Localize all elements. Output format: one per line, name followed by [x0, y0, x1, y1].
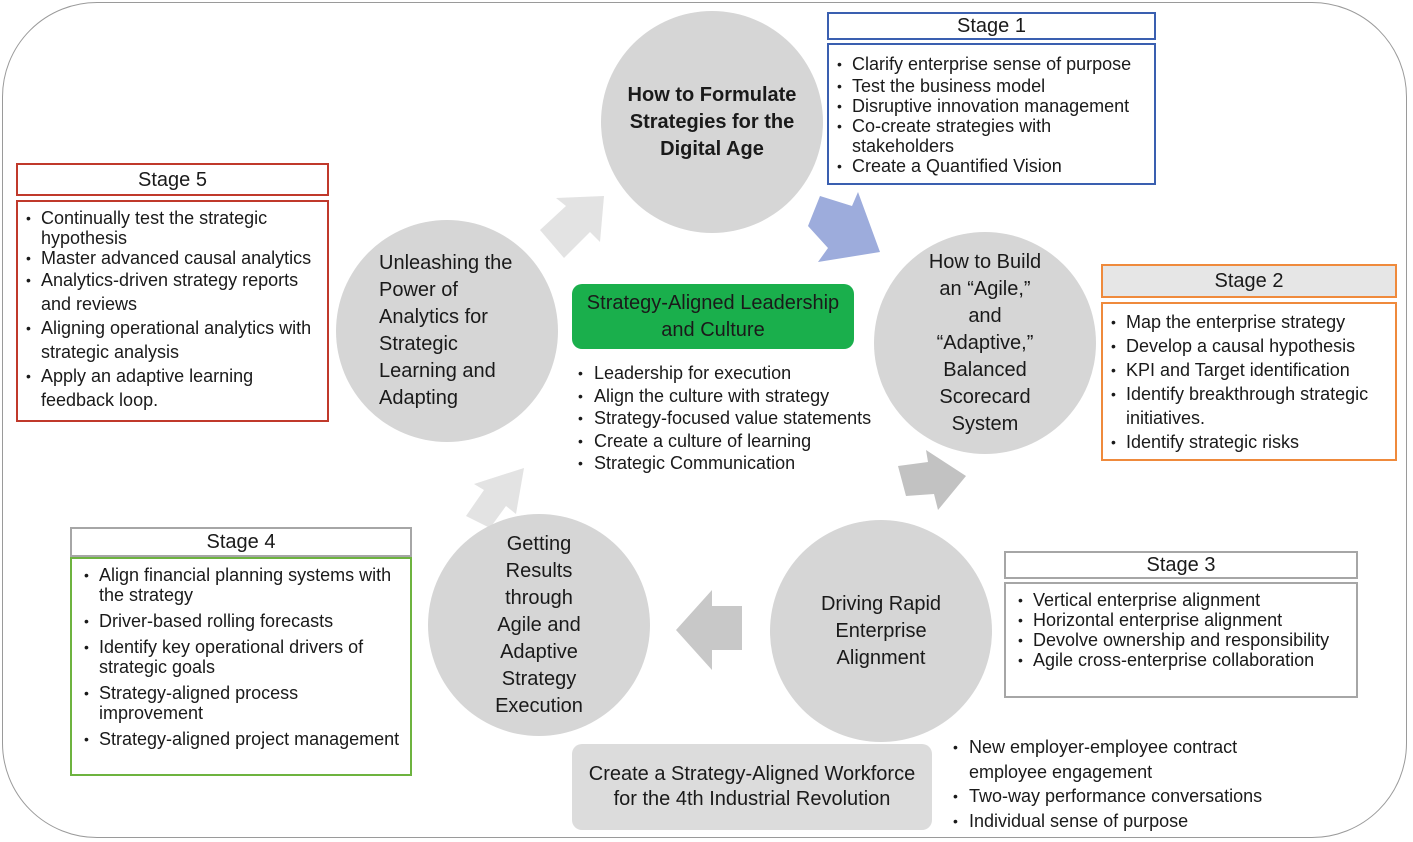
circle-formulate-label: How to Formulate Strategies for the Digi…: [627, 83, 797, 160]
arrow-stage4-to-5: [466, 468, 524, 528]
list-item: Devolve ownership and responsibility: [1010, 630, 1352, 650]
circle-build-scorecard: How to Build an “Agile,” and “Adaptive,”…: [874, 232, 1096, 454]
center-list-block: Leadership for execution Align the cultu…: [570, 362, 900, 475]
stage1-list: Clarify enterprise sense of purpose Test…: [829, 54, 1150, 176]
list-item: Strategy-aligned project management: [76, 729, 406, 749]
stage4-title: Stage 4: [70, 527, 412, 557]
stage2-title-text: Stage 2: [1214, 270, 1284, 292]
list-item: Create a Quantified Vision: [829, 156, 1150, 176]
stage1-box: Clarify enterprise sense of purpose Test…: [827, 43, 1156, 185]
list-item: Strategy-focused value statements: [570, 407, 900, 430]
list-item: Create a culture of learning: [570, 430, 900, 453]
circle-enterprise-alignment: Driving Rapid Enterprise Alignment: [770, 520, 992, 742]
list-item: New employer-employee contract employee …: [945, 735, 1285, 784]
circle-align-label: Driving Rapid Enterprise Alignment: [820, 592, 942, 669]
list-item: Continually test the strategic hypothesi…: [18, 208, 323, 248]
arrow-stage3-to-4: [676, 590, 742, 670]
list-item: Horizontal enterprise alignment: [1010, 610, 1352, 630]
list-item: Analytics-driven strategy reports and re…: [18, 268, 323, 316]
stage2-list: Map the enterprise strategy Develop a ca…: [1103, 310, 1391, 454]
list-item: Disruptive innovation management: [829, 96, 1150, 116]
list-item: Develop a causal hypothesis: [1103, 334, 1391, 358]
center-list: Leadership for execution Align the cultu…: [570, 362, 900, 475]
list-item: Leadership for execution: [570, 362, 900, 385]
stage1-title: Stage 1: [827, 12, 1156, 40]
list-item: Master advanced causal analytics: [18, 248, 323, 268]
stage3-title-text: Stage 3: [1146, 554, 1216, 576]
workforce-list-block: New employer-employee contract employee …: [945, 735, 1285, 833]
list-item: Identify breakthrough strategic initiati…: [1103, 382, 1391, 430]
list-item: Co-create strategies with stakeholders: [829, 116, 1150, 156]
stage2-box: Map the enterprise strategy Develop a ca…: [1101, 302, 1397, 461]
stage2-title: Stage 2: [1101, 264, 1397, 298]
circle-build-label: How to Build an “Agile,” and “Adaptive,”…: [928, 250, 1042, 435]
arrow-stage1-to-2: [808, 192, 880, 262]
stage3-box: Vertical enterprise alignment Horizontal…: [1004, 582, 1358, 698]
list-item: Test the business model: [829, 76, 1150, 96]
arrow-stage5-to-1: [540, 196, 604, 258]
center-leadership-pill: Strategy-Aligned Leadership and Culture: [572, 284, 854, 349]
workforce-pill: Create a Strategy-Aligned Workforce for …: [572, 744, 932, 830]
list-item: KPI and Target identification: [1103, 358, 1391, 382]
list-item: Map the enterprise strategy: [1103, 310, 1391, 334]
list-item: Agile cross-enterprise collaboration: [1010, 650, 1352, 670]
stage3-list: Vertical enterprise alignment Horizontal…: [1010, 590, 1352, 670]
circle-analytics-label: Unleashing the Power of Analytics for St…: [379, 252, 513, 409]
list-item: Individual sense of purpose: [945, 809, 1285, 834]
list-item: Identify key operational drivers of stra…: [76, 637, 406, 677]
circle-analytics: Unleashing the Power of Analytics for St…: [336, 220, 558, 442]
stage4-list: Align financial planning systems with th…: [76, 565, 406, 749]
circle-formulate-strategies: How to Formulate Strategies for the Digi…: [601, 11, 823, 233]
list-item: Aligning operational analytics with stra…: [18, 316, 323, 364]
arrow-stage2-to-3: [898, 450, 966, 510]
stage4-box: Align financial planning systems with th…: [70, 557, 412, 776]
list-item: Apply an adaptive learning feedback loop…: [18, 364, 323, 412]
list-item: Align financial planning systems with th…: [76, 565, 406, 605]
circle-strategy-execution: Getting Results through Agile and Adapti…: [428, 514, 650, 736]
stage3-title: Stage 3: [1004, 551, 1358, 579]
stage5-title-text: Stage 5: [138, 168, 207, 191]
stage4-title-text: Stage 4: [206, 531, 276, 553]
stage5-title: Stage 5: [16, 163, 329, 196]
list-item: Align the culture with strategy: [570, 385, 900, 408]
list-item: Clarify enterprise sense of purpose: [829, 54, 1150, 74]
center-title: Strategy-Aligned Leadership and Culture: [586, 291, 840, 341]
list-item: Strategic Communication: [570, 452, 900, 475]
stage5-list: Continually test the strategic hypothesi…: [18, 208, 323, 412]
stage5-box: Continually test the strategic hypothesi…: [16, 200, 329, 422]
workforce-list: New employer-employee contract employee …: [945, 735, 1285, 833]
list-item: Driver-based rolling forecasts: [76, 611, 406, 631]
list-item: Two-way performance conversations: [945, 784, 1285, 809]
list-item: Identify strategic risks: [1103, 430, 1391, 454]
list-item: Vertical enterprise alignment: [1010, 590, 1352, 610]
stage1-title-text: Stage 1: [957, 15, 1026, 37]
circle-execute-label: Getting Results through Agile and Adapti…: [495, 532, 583, 717]
workforce-title: Create a Strategy-Aligned Workforce for …: [588, 763, 916, 810]
list-item: Strategy-aligned process improvement: [76, 683, 406, 723]
